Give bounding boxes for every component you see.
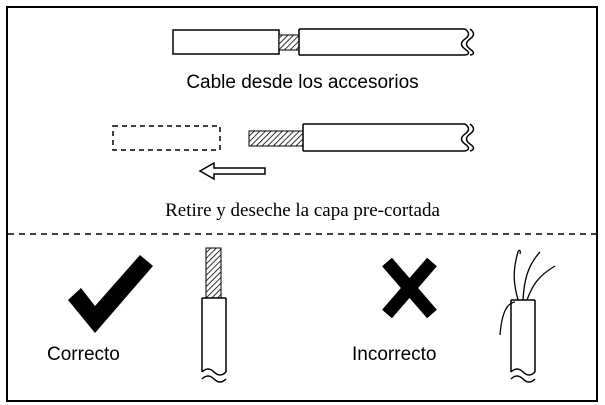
- correct-label: Correcto: [47, 344, 120, 365]
- wire-break-icon: [201, 368, 227, 383]
- incorrect-label: Incorrecto: [352, 344, 437, 365]
- wire-hatched-core: [205, 247, 222, 299]
- cable-hatched-core: [248, 130, 304, 147]
- cable-sheath: [302, 123, 465, 152]
- incorrect-wire: [499, 249, 556, 383]
- cable-break-icon: [460, 123, 475, 152]
- cable-full: [172, 28, 475, 56]
- frayed-strand: [513, 249, 521, 301]
- frayed-strand: [526, 265, 556, 301]
- cable-sheath: [298, 28, 465, 56]
- frayed-strand: [522, 251, 541, 301]
- cable-stripped: [112, 123, 475, 152]
- removed-layer-outline: [112, 125, 221, 151]
- x-mark-icon: [382, 257, 437, 319]
- caption-cable: Cable desde los accesorios: [186, 72, 419, 93]
- wire-break-icon: [510, 368, 536, 383]
- outer-frame: [6, 6, 598, 402]
- wire-sheath: [510, 299, 536, 372]
- wire-sheath: [201, 297, 227, 372]
- correct-wire: [201, 247, 227, 383]
- cable-insulation-segment: [172, 29, 280, 55]
- caption-strip: Retire y deseche la capa pre-cortada: [165, 200, 440, 221]
- cable-break-icon: [460, 28, 475, 56]
- check-mark-icon: [68, 255, 153, 333]
- left-arrow-icon: [198, 161, 266, 181]
- cable-hatched-core: [278, 34, 300, 51]
- frayed-strand: [499, 301, 516, 336]
